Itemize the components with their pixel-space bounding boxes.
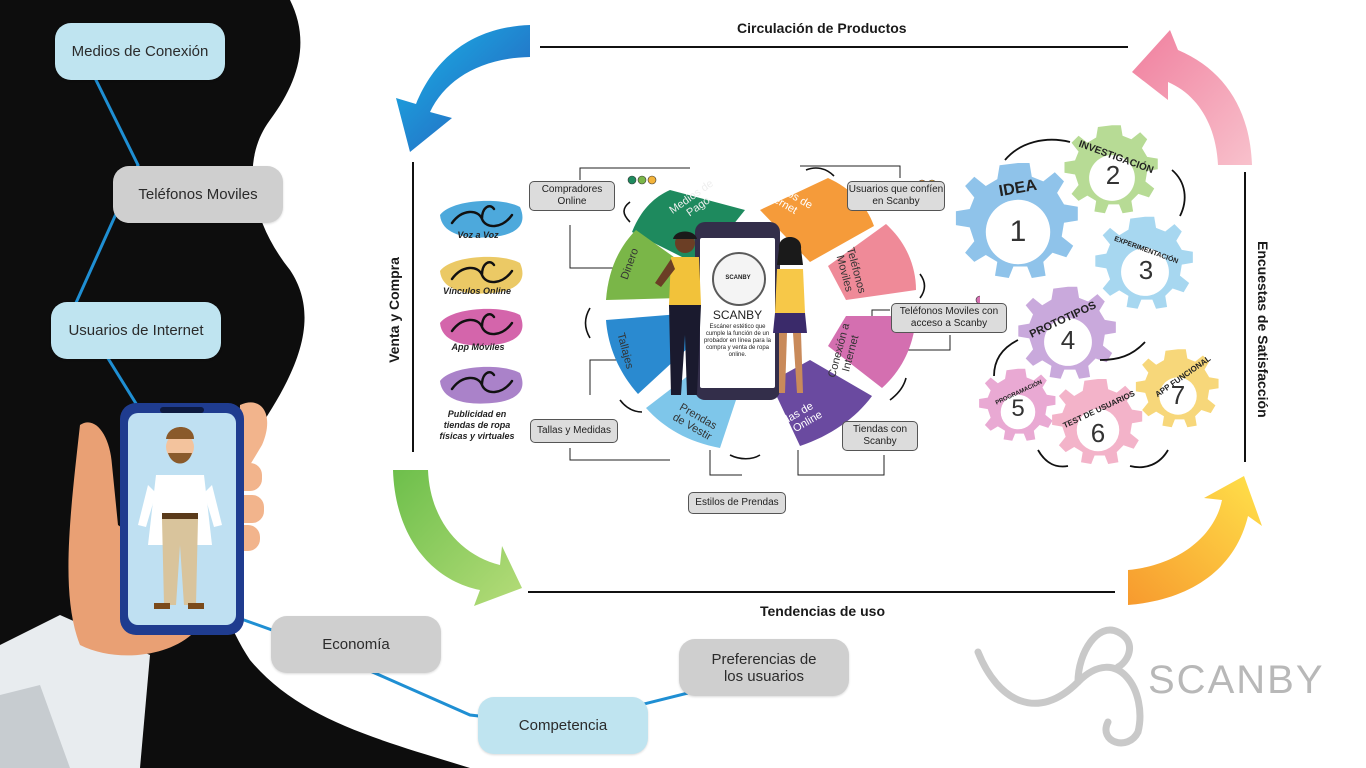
phone-logo-text: SCANBY xyxy=(725,275,751,281)
gear-number-7: 7 xyxy=(1170,380,1186,410)
node-medios-conexion: Medios de Conexión xyxy=(55,23,225,80)
gear-number-4: 4 xyxy=(1060,325,1076,355)
brand-name: SCANBY xyxy=(1148,658,1325,702)
arrow-pink-icon xyxy=(1132,30,1252,165)
channel-swatches xyxy=(440,200,523,404)
channel-vinculos-online: Vínculos Online xyxy=(442,286,511,296)
node-telefonos-moviles: Teléfonos Moviles xyxy=(113,166,283,223)
gear-number-6: 6 xyxy=(1090,418,1106,448)
box-tallas-medidas: Tallas y Medidas xyxy=(530,419,618,443)
center-phone: SCANBY SCANBY Escáner estético que cumpl… xyxy=(695,222,780,400)
box-tiendas-scanby: Tiendas con Scanby xyxy=(842,421,918,451)
gear-number-2: 2 xyxy=(1105,160,1121,190)
channel-publicidad: Publicidad en tiendas de ropa físicas y … xyxy=(439,409,515,441)
cycle-label-bottom: Tendencias de uso xyxy=(760,603,885,619)
box-compradores-online: Compradores Online xyxy=(529,181,615,211)
hand-phone-illustration xyxy=(0,402,268,768)
people-figures xyxy=(655,231,807,395)
box-usuarios-confien: Usuarios que confíen en Scanby xyxy=(847,181,945,211)
gear-number-5: 5 xyxy=(1011,395,1025,422)
node-preferencias-usuarios: Preferencias de los usuarios xyxy=(679,639,849,696)
gear-number-1: 1 xyxy=(1009,215,1027,248)
node-competencia: Competencia xyxy=(478,697,648,754)
phone-title: SCANBY xyxy=(712,308,763,322)
box-telefonos-acceso: Teléfonos Moviles con acceso a Scanby xyxy=(891,303,1007,333)
cycle-label-top: Circulación de Productos xyxy=(737,20,907,36)
arrow-green-icon xyxy=(393,470,522,606)
phone-logo-ring xyxy=(712,252,766,306)
box-estilos-prendas: Estilos de Prendas xyxy=(688,492,786,514)
arrow-orange-icon xyxy=(1128,476,1262,605)
node-economia: Economía xyxy=(271,616,441,673)
arrow-blue-icon xyxy=(396,25,530,152)
node-usuarios-internet: Usuarios de Internet xyxy=(51,302,221,359)
cycle-label-left: Venta y Compra xyxy=(386,257,402,363)
channel-app-moviles: App Móviles xyxy=(451,342,505,352)
cycle-label-right: Encuestas de Satisfacción xyxy=(1255,241,1271,418)
scanby-logo-icon xyxy=(974,626,1144,747)
channel-voz-a-voz: Voz a Voz xyxy=(457,230,499,240)
gears-process xyxy=(955,125,1219,469)
phone-description: Escáner estético que cumple la función d… xyxy=(703,324,772,358)
gear-number-3: 3 xyxy=(1138,255,1154,285)
